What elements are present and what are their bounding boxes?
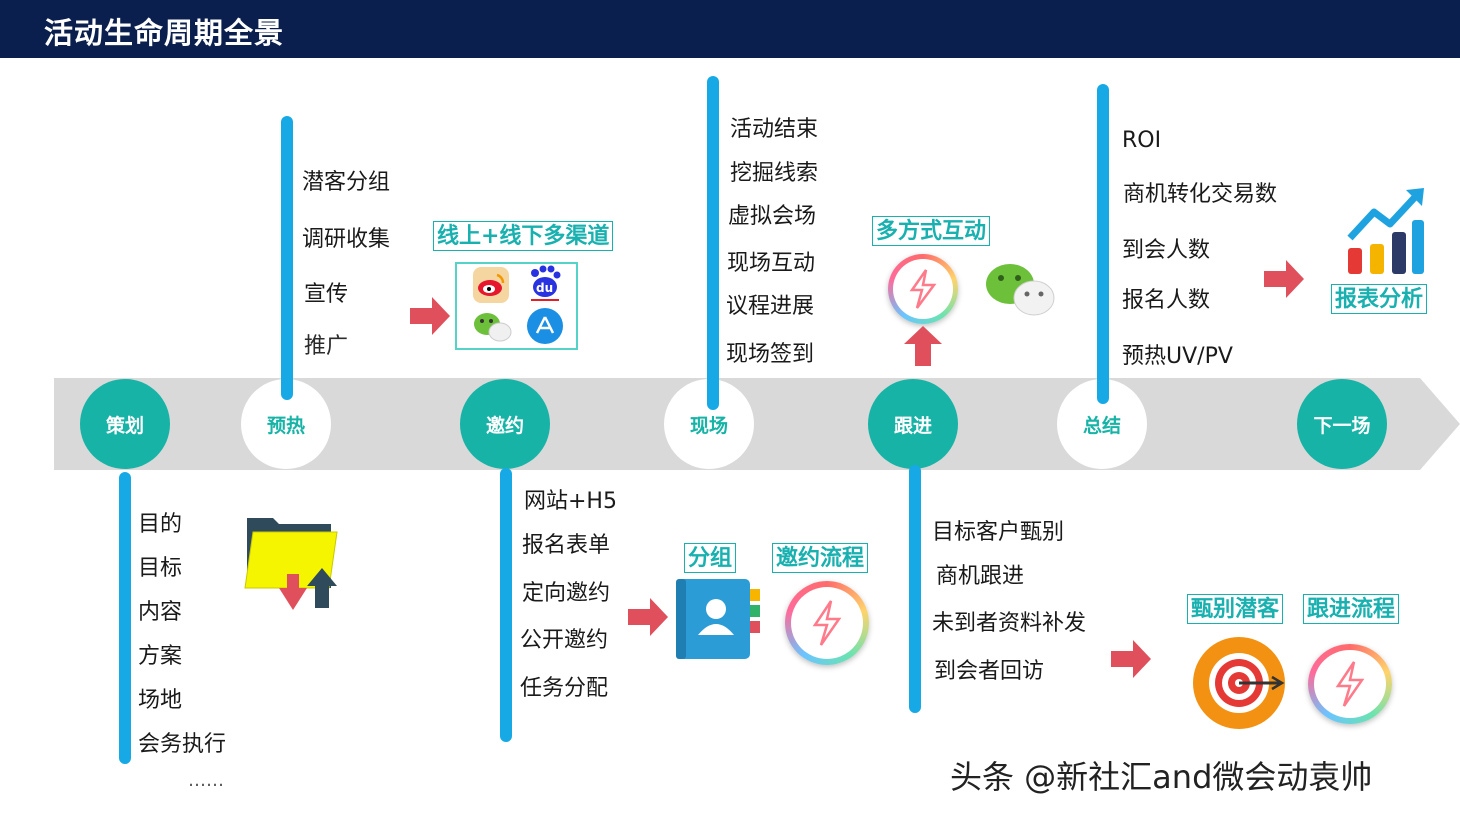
planning-item: 场地 <box>138 688 183 713</box>
channels-logo-box: du <box>455 262 578 350</box>
planning-bar <box>119 472 131 764</box>
followup-item: 目标客户甄别 <box>932 520 1065 545</box>
warmup-item: 推广 <box>304 334 349 359</box>
warmup-item: 调研收集 <box>302 227 391 252</box>
stage-label: 预热 <box>266 414 305 437</box>
stage-label: 总结 <box>1082 414 1121 437</box>
target-icon <box>1193 637 1285 729</box>
stage-node-warmup[interactable]: 预热 <box>241 379 331 469</box>
wechat-icon <box>473 308 512 344</box>
header-bar: 活动生命周期全景 <box>0 0 1460 58</box>
weibo-icon <box>473 267 509 303</box>
group-tag: 分组 <box>684 543 737 573</box>
contacts-book-icon <box>676 579 760 659</box>
stage-node-invite[interactable]: 邀约 <box>460 379 550 469</box>
stage-label: 下一场 <box>1313 414 1371 437</box>
onsite-bar <box>707 76 719 410</box>
followup-item: 未到者资料补发 <box>932 611 1087 636</box>
followup-bar <box>909 465 921 713</box>
onsite-item: 挖掘线索 <box>730 161 819 186</box>
page-title: 活动生命周期全景 <box>44 16 285 50</box>
arrow-right-icon <box>1111 640 1151 678</box>
invite-item: 网站+H5 <box>524 489 617 514</box>
invite-item: 公开邀约 <box>520 628 609 653</box>
stage-label: 跟进 <box>893 414 932 437</box>
arrow-right-icon <box>410 297 450 335</box>
invite-bar <box>500 468 512 742</box>
summary-item: ROI <box>1122 128 1162 153</box>
stage-node-next[interactable]: 下一场 <box>1297 379 1387 469</box>
planning-item: 会务执行 <box>138 732 227 757</box>
summary-item: 预热UV/PV <box>1122 344 1233 369</box>
folder-transfer-icon <box>244 518 338 610</box>
svg-text:du: du <box>536 281 553 295</box>
warmup-item: 潜客分组 <box>302 170 391 195</box>
onsite-item: 现场签到 <box>726 342 815 367</box>
stage-node-planning[interactable]: 策划 <box>80 379 170 469</box>
summary-item: 报名人数 <box>1122 288 1211 313</box>
wechat-icon <box>986 264 1055 316</box>
invite-item: 定向邀约 <box>522 581 611 606</box>
onsite-item: 议程进展 <box>726 294 815 319</box>
app-store-icon <box>527 308 563 344</box>
followup-item: 商机跟进 <box>936 564 1025 589</box>
summary-item: 到会人数 <box>1122 238 1211 263</box>
warmup-bar <box>281 116 293 400</box>
stage-label: 邀约 <box>485 414 524 437</box>
lightning-app-icon <box>785 581 869 665</box>
stage-node-onsite[interactable]: 现场 <box>664 379 754 469</box>
stage-label: 策划 <box>105 414 144 437</box>
invite-flow-tag: 邀约流程 <box>772 543 869 573</box>
planning-item: 方案 <box>138 644 183 669</box>
interaction-tag: 多方式互动 <box>872 216 991 246</box>
planning-item: 目的 <box>138 512 183 537</box>
lightning-app-icon <box>888 254 958 324</box>
onsite-item: 虚拟会场 <box>728 204 817 229</box>
arrow-right-icon <box>628 598 668 636</box>
summary-bar <box>1097 84 1109 404</box>
watermark: 头条 @新社汇and微会动袁帅 <box>950 758 1373 796</box>
report-chart-icon <box>1347 188 1424 274</box>
arrow-right-icon <box>1264 260 1304 298</box>
planning-item: 内容 <box>138 600 183 625</box>
followup-item: 到会者回访 <box>934 659 1045 684</box>
arrow-up-icon <box>904 326 942 366</box>
invite-item: 任务分配 <box>520 676 609 701</box>
onsite-item: 现场互动 <box>727 251 816 276</box>
lightning-app-icon <box>1308 644 1392 724</box>
followup-flow-tag: 跟进流程 <box>1303 594 1400 624</box>
summary-item: 商机转化交易数 <box>1123 182 1278 207</box>
channels-tag: 线上+线下多渠道 <box>433 221 614 251</box>
warmup-item: 宣传 <box>304 282 349 307</box>
planning-ellipsis: …… <box>188 770 224 791</box>
report-tag: 报表分析 <box>1331 284 1428 314</box>
planning-item: 目标 <box>138 556 183 581</box>
screening-tag: 甄别潜客 <box>1187 594 1284 624</box>
onsite-item: 活动结束 <box>730 117 819 142</box>
invite-item: 报名表单 <box>522 533 611 558</box>
stage-node-followup[interactable]: 跟进 <box>868 379 958 469</box>
baidu-icon: du <box>527 265 563 301</box>
stage-label: 现场 <box>689 414 728 437</box>
